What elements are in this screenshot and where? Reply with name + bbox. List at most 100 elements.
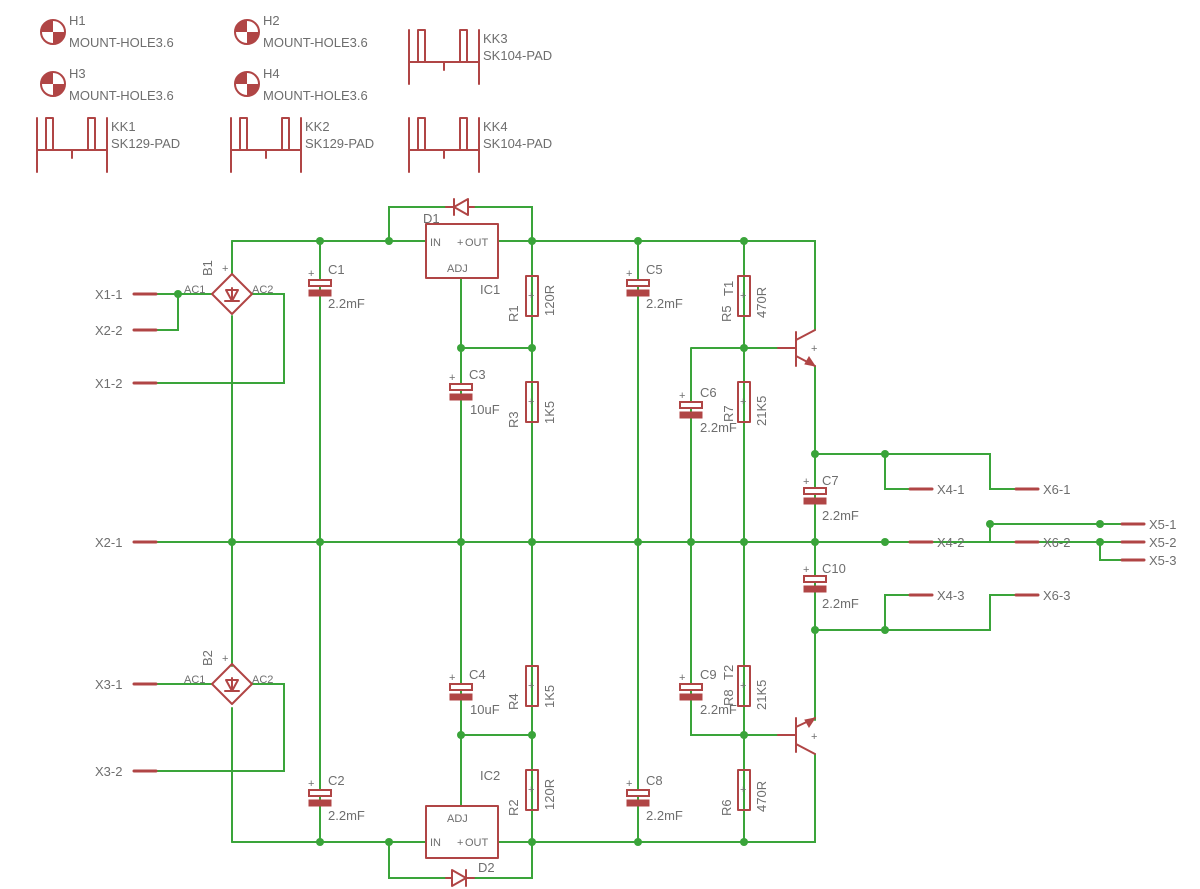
connector-x6-1: X6-1 [1014, 482, 1070, 497]
resistor-icon: + [737, 769, 751, 811]
connector-label: X2-2 [95, 323, 122, 338]
resistor-icon: + [525, 381, 539, 423]
transistor-t2: + T2 [721, 665, 817, 755]
diode-icon [445, 869, 475, 887]
wires [139, 206, 1123, 879]
resistor-icon: + [525, 665, 539, 707]
capacitor-value: 2.2mF [646, 296, 683, 311]
connector-label: X4-3 [937, 588, 964, 603]
capacitor-name: C8 [646, 773, 663, 788]
plus-mark: + [626, 268, 632, 280]
connector-label: X4-1 [937, 482, 964, 497]
capacitor-name: C3 [469, 367, 486, 382]
hole-name: H1 [69, 13, 86, 28]
bridge-rectifier-b1: B1 AC1 AC2 + [184, 260, 273, 315]
capacitor-icon: + [803, 476, 827, 505]
connector-x5-2: X5-2 [1120, 535, 1176, 550]
regulator-ic1: IN + OUT ADJ IC1 [425, 223, 500, 297]
connector-x6-3: X6-3 [1014, 588, 1070, 603]
capacitor-name: C7 [822, 473, 839, 488]
plus-mark: + [457, 837, 463, 849]
resistor-r6: + R6 470R [719, 769, 769, 816]
resistor-value: 1K5 [542, 685, 557, 708]
plus-mark: + [528, 784, 534, 796]
plus-mark: + [449, 372, 455, 384]
plus-mark: + [457, 237, 463, 249]
capacitor-name: C6 [700, 385, 717, 400]
capacitor-c8: + C8 2.2mF [626, 773, 683, 823]
resistor-value: 21K5 [754, 680, 769, 710]
capacitor-value: 10uF [470, 702, 500, 717]
connector-label: X6-1 [1043, 482, 1070, 497]
resistor-value: 120R [542, 285, 557, 316]
transistor-icon [777, 329, 816, 367]
junctions [174, 237, 1104, 846]
plus-mark: + [740, 396, 746, 408]
plus-mark: + [222, 653, 228, 665]
capacitor-icon: + [679, 672, 703, 701]
bridge-ac1: AC1 [184, 674, 205, 686]
hole-name: H4 [263, 66, 280, 81]
mount-hole-h3: H3 MOUNT-HOLE3.6 [40, 66, 174, 103]
transistor-icon [777, 717, 816, 755]
connector-x2-2: X2-2 [95, 323, 158, 338]
bridge-ac2: AC2 [252, 674, 273, 686]
capacitor-value: 10uF [470, 402, 500, 417]
resistor-value: 120R [542, 779, 557, 810]
capacitor-value: 2.2mF [700, 702, 737, 717]
plus-mark: + [449, 672, 455, 684]
diode-name: D2 [478, 860, 495, 875]
resistor-icon: + [525, 769, 539, 811]
mount-hole-h4: H4 MOUNT-HOLE3.6 [234, 66, 368, 103]
bridge-rectifier-b2: B2 AC1 AC2 + [184, 650, 273, 705]
capacitor-c5: + C5 2.2mF [626, 262, 683, 311]
capacitor-name: C2 [328, 773, 345, 788]
capacitor-value: 2.2mF [328, 808, 365, 823]
resistor-icon: + [525, 275, 539, 317]
resistor-r2: + R2 120R [506, 769, 557, 816]
mount-hole-icon [40, 71, 66, 97]
connector-label: X5-3 [1149, 553, 1176, 568]
regulator-ic2: ADJ IN + OUT IC2 [425, 768, 500, 859]
resistor-r3: + R3 1K5 [506, 381, 557, 428]
heatsink-value: SK104-PAD [483, 136, 552, 151]
diode-icon [445, 198, 475, 216]
capacitor-icon: + [308, 778, 332, 807]
hole-value: MOUNT-HOLE3.6 [69, 35, 174, 50]
connector-label: X1-1 [95, 287, 122, 302]
mount-hole-icon [234, 71, 260, 97]
capacitor-c1: + C1 2.2mF [308, 262, 365, 311]
connector-label: X4-2 [937, 535, 964, 550]
plus-mark: + [528, 680, 534, 692]
pin-in: IN [430, 837, 441, 849]
resistor-r7: + R7 21K5 [721, 381, 769, 426]
regulator-name: IC2 [480, 768, 500, 783]
connector-x2-1: X2-1 [95, 535, 158, 550]
plus-mark: + [740, 784, 746, 796]
heatsink-name: KK4 [483, 119, 508, 134]
diode-d2: D2 [445, 860, 495, 887]
capacitor-value: 2.2mF [822, 508, 859, 523]
capacitor-c7: + C7 2.2mF [803, 473, 859, 523]
plus-mark: + [811, 731, 817, 743]
transistor-t1: + T1 [721, 281, 817, 367]
connector-label: X5-1 [1149, 517, 1176, 532]
resistor-value: 470R [754, 287, 769, 318]
heatsink-icon [230, 117, 302, 173]
connector-x1-1: X1-1 [95, 287, 158, 302]
connector-label: X5-2 [1149, 535, 1176, 550]
capacitor-value: 2.2mF [328, 296, 365, 311]
capacitor-name: C10 [822, 561, 846, 576]
heatsink-icon [408, 117, 480, 173]
capacitor-name: C1 [328, 262, 345, 277]
connector-x5-3: X5-3 [1120, 553, 1176, 568]
resistor-name: R7 [721, 405, 736, 422]
mount-hole-h2: H2 MOUNT-HOLE3.6 [234, 13, 368, 50]
connector-x4-1: X4-1 [908, 482, 964, 497]
regulator-body [425, 223, 499, 279]
resistor-name: R6 [719, 799, 734, 816]
bridge-name: B2 [200, 650, 215, 666]
capacitor-icon: + [626, 778, 650, 807]
bridge-rectifier-icon [211, 273, 253, 315]
plus-mark: + [740, 290, 746, 302]
